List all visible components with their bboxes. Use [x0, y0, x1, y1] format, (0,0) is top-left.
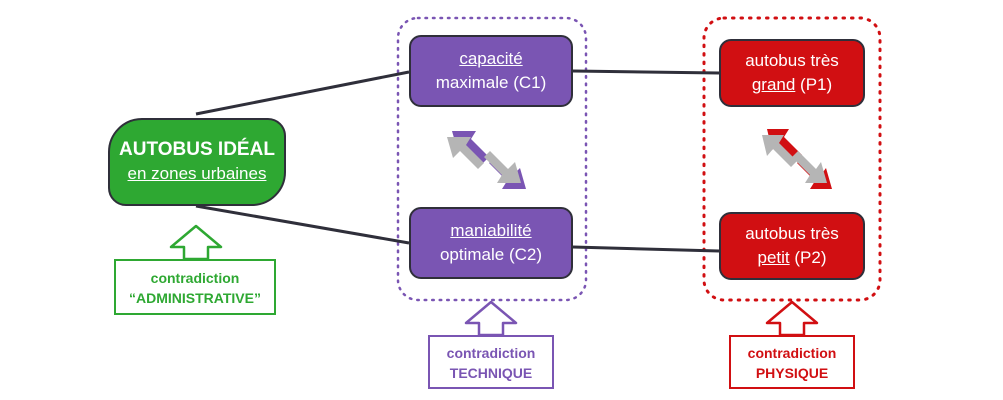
administrative-label-line2: “ADMINISTRATIVE”: [129, 290, 261, 306]
maneuverability-keyword: maniabilité: [450, 221, 532, 240]
maneuverability-rest: optimale (C2): [439, 245, 543, 264]
big-bus-keyword: grand: [751, 75, 796, 94]
small-bus-suffix: (P2): [789, 248, 827, 267]
capacity-rest: maximale (C1): [435, 73, 547, 92]
capacity-keyword: capacité: [459, 49, 523, 68]
technical-label-line2: TECHNIQUE: [449, 365, 533, 381]
opposing-arrows-red-icon: [762, 129, 832, 189]
administrative-label-line1: contradiction: [150, 270, 240, 286]
ideal-bus-title: AUTOBUS IDÉAL: [119, 139, 275, 160]
up-arrow-purple-icon: [464, 300, 518, 337]
capacity-node: capacité maximale (C1): [409, 35, 573, 107]
physical-label-line2: PHYSIQUE: [755, 365, 829, 381]
small-bus-line1: autobus très: [745, 224, 839, 243]
technical-group-border: [396, 16, 588, 302]
connector-root-c1: [195, 70, 410, 116]
physical-group-border: [702, 16, 882, 302]
up-arrow-green-icon: [169, 224, 223, 261]
big-bus-suffix: (P1): [795, 75, 833, 94]
big-bus-line1: autobus très: [745, 51, 839, 70]
physical-label-line1: contradiction: [747, 345, 837, 361]
small-bus-line2: petit (P2): [758, 246, 827, 270]
technical-label-line1: contradiction: [446, 345, 536, 361]
small-bus-keyword: petit: [757, 248, 790, 267]
connector-c2-p2: [572, 245, 720, 253]
technical-contradiction-label: contradiction TECHNIQUE: [428, 335, 554, 389]
opposing-arrows-purple-icon: [447, 131, 526, 189]
small-bus-node: autobus très petit (P2): [719, 212, 865, 280]
connector-c1-p1: [572, 69, 720, 75]
administrative-contradiction-label: contradiction “ADMINISTRATIVE”: [114, 259, 276, 315]
physical-contradiction-label: contradiction PHYSIQUE: [729, 335, 855, 389]
ideal-bus-node: AUTOBUS IDÉAL en zones urbaines: [108, 118, 286, 206]
up-arrow-red-icon: [765, 300, 819, 337]
big-bus-line2: grand (P1): [752, 73, 832, 97]
ideal-bus-subtitle: en zones urbaines: [127, 164, 267, 183]
connector-root-c2: [195, 204, 410, 245]
maneuverability-node: maniabilité optimale (C2): [409, 207, 573, 279]
big-bus-node: autobus très grand (P1): [719, 39, 865, 107]
